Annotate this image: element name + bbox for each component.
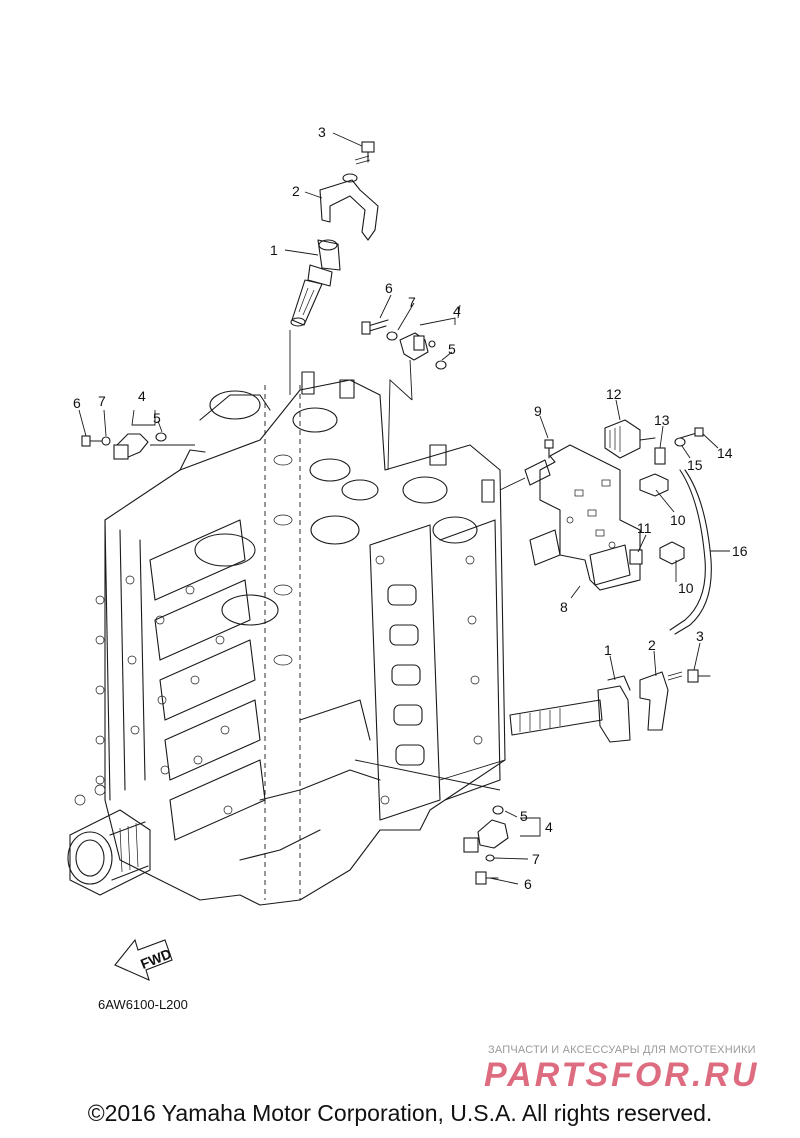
callout-left-6: 6: [73, 395, 81, 411]
callout-bottom-4: 4: [545, 819, 553, 835]
callout-left-5: 5: [153, 410, 161, 426]
callout-bracket-12: 12: [606, 386, 622, 402]
engine-block: [95, 371, 506, 906]
callout-bracket-8: 8: [560, 599, 568, 615]
watermark-logo-text: PARTSFOR.RU: [484, 1056, 759, 1094]
top-ignition-coil: [289, 141, 379, 395]
callout-coil-2: 2: [648, 637, 656, 653]
callout-mid-5: 5: [448, 341, 456, 357]
callout-left-4: 4: [138, 388, 146, 404]
watermark-logo: PARTSFOR.RU: [484, 1056, 759, 1094]
callout-bracket-16: 16: [732, 543, 748, 559]
callout-bracket-10b: 10: [678, 580, 694, 596]
fwd-arrow: FWD: [114, 938, 174, 981]
callout-bracket-15: 15: [687, 457, 703, 473]
callout-coil-1: 1: [604, 642, 612, 658]
callout-bottom-6: 6: [524, 876, 532, 892]
callout-bracket-9: 9: [534, 403, 542, 419]
callout-bracket-10a: 10: [670, 512, 686, 528]
watermark-tagline: ЗАПЧАСТИ И АКСЕССУАРЫ ДЛЯ МОТОТЕХНИКИ: [488, 1044, 756, 1056]
right-ignition-coil: [439, 669, 711, 781]
callout-bottom-5: 5: [520, 808, 528, 824]
callout-mid-7: 7: [408, 294, 416, 310]
callout-top-2: 2: [292, 183, 300, 199]
copyright-notice: ©2016 Yamaha Motor Corporation, U.S.A. A…: [87, 1100, 713, 1126]
callout-coil-3: 3: [696, 628, 704, 644]
callout-leaders: [78, 132, 730, 885]
bracket-assembly: [499, 419, 712, 635]
callout-mid-4: 4: [453, 303, 461, 319]
left-sensor-assembly: [81, 432, 195, 460]
callout-bracket-14: 14: [717, 445, 733, 461]
callout-top-3: 3: [318, 124, 326, 140]
callout-numbers: 3 2 1 6 7 4 5 6 7 4 5 9 12 13 14 15 10 1…: [73, 124, 748, 892]
oil-filter: [67, 784, 151, 896]
callout-bottom-7: 7: [532, 851, 540, 867]
callout-bracket-11: 11: [637, 520, 652, 536]
callout-left-7: 7: [98, 393, 106, 409]
callout-mid-6: 6: [385, 280, 393, 296]
callout-top-1: 1: [270, 242, 278, 258]
mid-sensor-assembly: [361, 319, 447, 471]
callout-bracket-13: 13: [654, 412, 670, 428]
bottom-sensor-assembly: [354, 759, 509, 885]
diagram-code: 6AW6100-L200: [98, 997, 188, 1012]
